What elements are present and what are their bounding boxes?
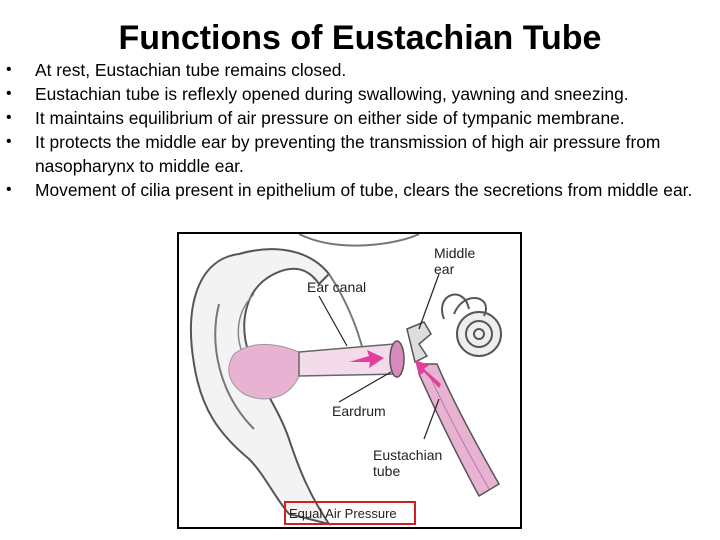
label-middle-ear-2: ear [434, 261, 455, 277]
semicircular-canals [441, 293, 487, 320]
pinna-inner [214, 303, 255, 430]
bullet-item: • It maintains equilibrium of air pressur… [0, 106, 720, 130]
bullet-dot: • [6, 85, 12, 102]
eustachian-tube-shape [418, 363, 501, 498]
bullet-item: • Eustachian tube is reflexly opened duri… [0, 82, 720, 106]
ear-diagram: Middle ear Ear canal Eardrum Eustachian … [177, 232, 522, 529]
bullet-text: It protects the middle ear by preventing… [35, 132, 661, 176]
bullet-item: • At rest, Eustachian tube remains closed… [0, 58, 720, 82]
ear-illustration: Middle ear Ear canal Eardrum Eustachian … [190, 234, 502, 526]
bullet-dot: • [6, 181, 12, 198]
cochlea-outer [456, 311, 502, 357]
ear-canal-shape [298, 343, 402, 377]
label-eardrum: Eardrum [332, 403, 386, 419]
label-eustachian-2: tube [373, 463, 400, 479]
bullet-dot: • [6, 61, 12, 78]
bullet-text: At rest, Eustachian tube remains closed. [35, 60, 347, 80]
cochlea-inner [473, 328, 485, 340]
bullet-item: • Movement of cilia present in epithelium… [0, 178, 720, 202]
ossicles [406, 321, 432, 364]
eardrum-shape [389, 340, 405, 378]
bullet-text: Eustachian tube is reflexly opened durin… [35, 84, 629, 104]
pointer-middle-ear [418, 273, 440, 330]
pointer-ear-canal [318, 295, 348, 347]
bullet-dot: • [6, 109, 12, 126]
label-ear-canal: Ear canal [307, 279, 366, 295]
arrow-tube [415, 360, 441, 388]
label-eustachian-1: Eustachian [373, 447, 442, 463]
bullet-dot: • [6, 133, 12, 150]
cochlea-mid [465, 320, 493, 348]
arrow-canal [349, 350, 384, 368]
page-title: Functions of Eustachian Tube [118, 19, 602, 57]
head-outline [298, 234, 420, 247]
pointer-eardrum [338, 371, 392, 403]
bullet-text: Movement of cilia present in epithelium … [35, 180, 693, 200]
pointer-eustachian [423, 398, 440, 440]
tube-center-line [428, 373, 490, 490]
bullet-item: • It protects the middle ear by preventin… [0, 130, 720, 178]
label-middle-ear-1: Middle [434, 245, 475, 261]
caption-highlight-box [284, 501, 416, 525]
bullet-text: It maintains equilibrium of air pressure… [35, 108, 625, 128]
caption-equal-air-pressure: Equal Air Pressure [289, 506, 397, 521]
bullet-list: • At rest, Eustachian tube remains closed… [0, 58, 720, 202]
